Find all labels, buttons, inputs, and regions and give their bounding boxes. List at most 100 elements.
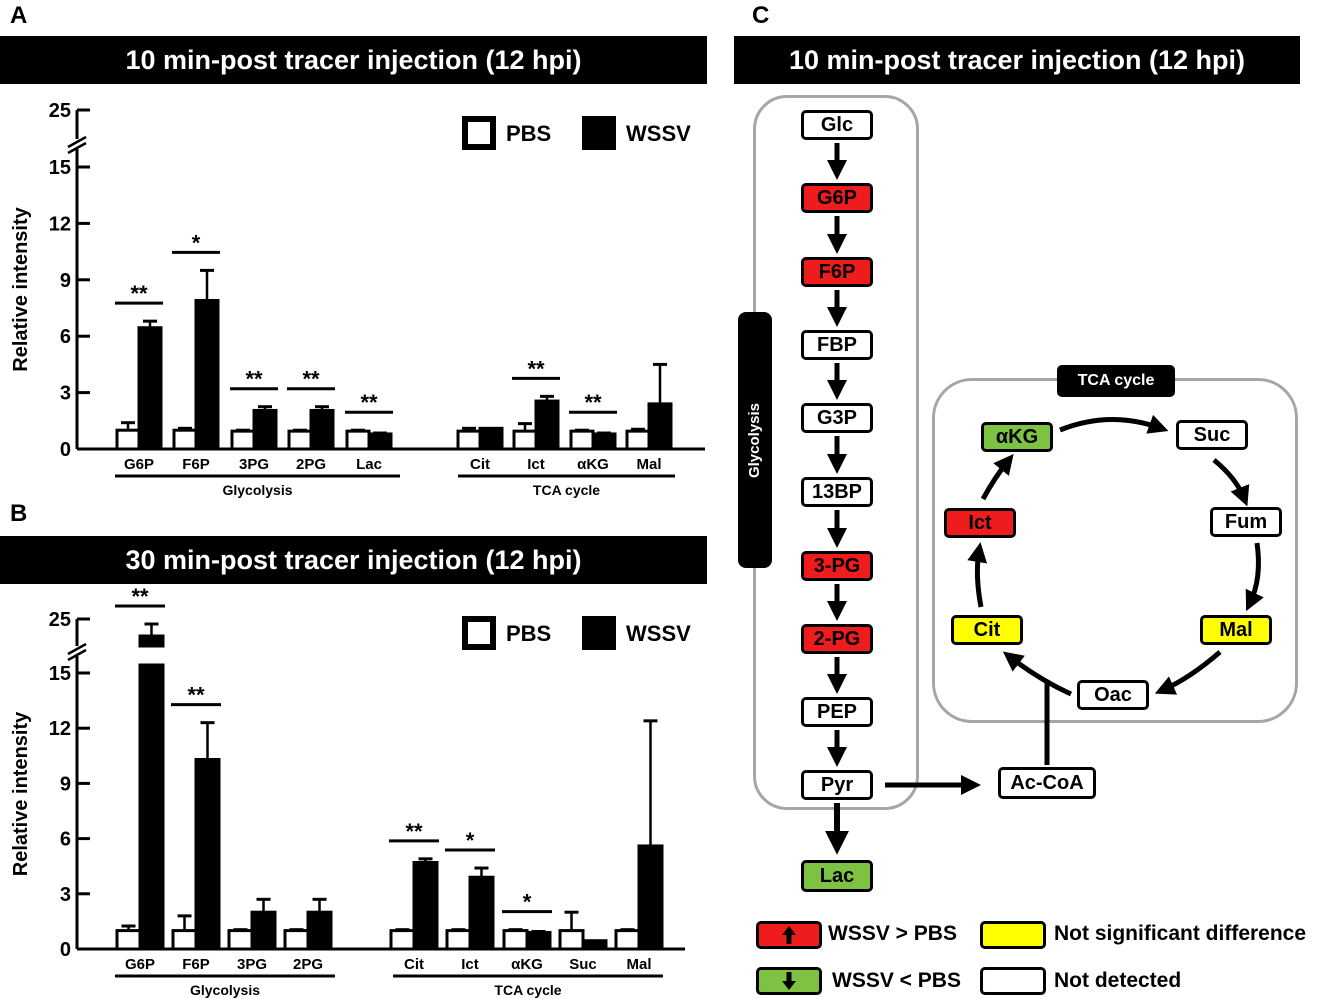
node-akg: αKG: [981, 422, 1053, 452]
y-tick-label: 0: [60, 439, 71, 461]
x-tick-label: Ict: [527, 456, 545, 473]
arrow-ict-akg: [980, 454, 1014, 501]
legend-label-wssv: WSSV: [626, 621, 691, 646]
x-tick-label: 3PG: [237, 956, 267, 973]
y-tick-label: 25: [49, 100, 71, 122]
x-tick-label: G6P: [124, 456, 154, 473]
group-label: Glycolysis: [190, 982, 260, 998]
arrow-oac-cit: [1002, 651, 1073, 697]
panel-c-title: 10 min-post tracer injection (12 hpi): [734, 36, 1300, 84]
x-tick-label: 3PG: [239, 456, 269, 473]
x-tick-label: Mal: [636, 456, 661, 473]
bar-wssv: [478, 426, 504, 451]
legend-swatch-wssv: [582, 616, 616, 650]
x-tick-label: αKG: [577, 456, 609, 473]
legend-label-nd: Not detected: [1054, 969, 1182, 992]
arrow-down-icon: [782, 972, 796, 990]
x-tick-label: Cit: [404, 956, 424, 973]
bar-wssv: [581, 939, 608, 951]
legend-label-pbs: PBS: [506, 621, 551, 646]
node-lac: Lac: [801, 860, 873, 892]
x-tick-label: F6P: [182, 456, 210, 473]
y-tick-label: 9: [60, 773, 71, 795]
arrow-mal-oac: [1154, 650, 1222, 695]
node-suc: Suc: [1176, 420, 1248, 450]
significance-mark: *: [523, 890, 532, 915]
node-3pg: 3-PG: [801, 551, 873, 581]
legend-label-up: WSSV > PBS: [828, 922, 957, 945]
y-axis-label: Relative intensity: [10, 206, 32, 371]
legend-swatch-nd: [980, 967, 1046, 995]
axis-break-mark: [67, 141, 87, 155]
arrow-suc-fum: [1212, 458, 1250, 507]
axis-break-mark: [67, 135, 87, 149]
legend-swatch-up: [756, 921, 822, 949]
x-tick-label: F6P: [182, 956, 210, 973]
legend-swatch-ns: [980, 921, 1046, 949]
significance-mark: **: [360, 390, 378, 415]
significance-mark: *: [466, 828, 475, 853]
y-tick-label: 25: [49, 609, 71, 631]
y-tick-label: 3: [60, 383, 71, 405]
y-tick-label: 0: [60, 939, 71, 961]
bar-wssv: [138, 663, 165, 951]
x-tick-label: 2PG: [296, 456, 326, 473]
arrow-up-icon: [782, 926, 796, 944]
arrow-akg-suc: [1059, 414, 1169, 434]
significance-mark: **: [130, 281, 148, 306]
legend-label-down: WSSV < PBS: [832, 969, 961, 992]
glycolysis-tag: Glycolysis: [738, 312, 772, 568]
node-oac: Oac: [1077, 680, 1149, 710]
x-tick-label: 2PG: [293, 956, 323, 973]
x-tick-label: Suc: [569, 956, 597, 973]
y-tick-label: 12: [49, 213, 71, 235]
group-label: TCA cycle: [533, 482, 600, 498]
x-tick-label: Mal: [626, 956, 651, 973]
node-pyr: Pyr: [801, 770, 873, 800]
panel-letter-a: A: [10, 2, 28, 29]
legend-label-wssv: WSSV: [626, 121, 691, 146]
significance-mark: **: [584, 390, 602, 415]
significance-mark: **: [405, 819, 423, 844]
axis-break-gap: [71, 139, 83, 149]
legend-swatch-wssv: [582, 116, 616, 150]
y-tick-label: 15: [49, 663, 71, 685]
significance-mark: **: [527, 356, 545, 381]
node-pep: PEP: [801, 697, 873, 727]
arrow-fum-mal: [1245, 542, 1264, 612]
node-g6p: G6P: [801, 183, 873, 213]
node-fbp: FBP: [801, 330, 873, 360]
y-tick-label: 3: [60, 884, 71, 906]
y-axis-label: Relative intensity: [10, 711, 32, 876]
x-tick-label: Cit: [470, 456, 490, 473]
significance-mark: **: [131, 584, 149, 609]
arrow-cit-ict: [967, 542, 988, 608]
node-accoa: Ac-CoA: [998, 767, 1096, 799]
panel-letter-c: C: [752, 2, 770, 29]
group-label: TCA cycle: [494, 982, 561, 998]
node-glc: Glc: [801, 110, 873, 140]
node-13bp: 13BP: [801, 477, 873, 507]
x-tick-label: Ict: [461, 956, 479, 973]
node-2pg: 2-PG: [801, 624, 873, 654]
y-tick-label: 12: [49, 718, 71, 740]
significance-mark: **: [187, 683, 205, 708]
x-tick-label: G6P: [125, 956, 155, 973]
panel-a-title: 10 min-post tracer injection (12 hpi): [0, 36, 707, 84]
node-cit: Cit: [951, 615, 1023, 645]
axis-break-gap: [71, 646, 83, 656]
tca-tag: TCA cycle: [1057, 365, 1175, 397]
legend-swatch-pbs: [462, 616, 496, 650]
panel-letter-b: B: [10, 500, 28, 527]
significance-mark: **: [245, 367, 263, 392]
node-f6p: F6P: [801, 257, 873, 287]
legend-swatch-down: [756, 967, 822, 995]
x-tick-label: Lac: [356, 456, 382, 473]
significance-mark: *: [192, 230, 201, 255]
node-ict: Ict: [944, 508, 1016, 538]
y-tick-label: 9: [60, 270, 71, 292]
node-g3p: G3P: [801, 403, 873, 433]
